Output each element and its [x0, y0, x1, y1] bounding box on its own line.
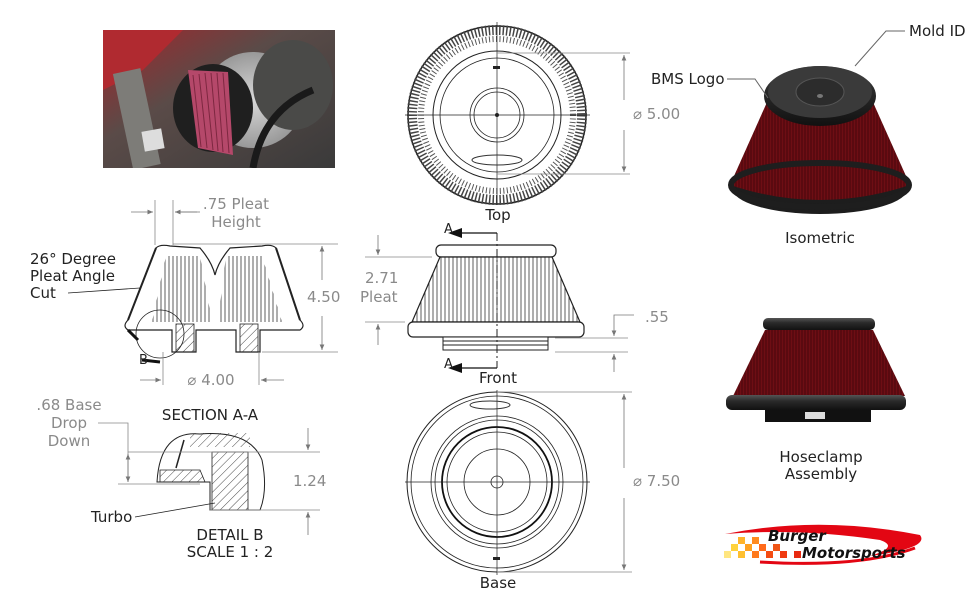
top-diameter-dim: ⌀ 5.00 — [633, 105, 681, 123]
hoseclamp-render — [726, 318, 906, 422]
brand-name-line1: Burger — [768, 527, 826, 545]
base-view — [405, 390, 632, 575]
section-marker-top: A — [444, 222, 453, 237]
detail-marker: B — [139, 353, 148, 368]
section-height-dim: 4.50 — [307, 288, 341, 306]
top-view-label: Top — [485, 206, 511, 224]
pleat-angle-line2: Pleat Angle — [30, 267, 115, 285]
front-view — [365, 228, 634, 373]
brand-name-line2: Motorsports — [802, 544, 906, 562]
section-marker-bottom: A — [444, 357, 453, 372]
isometric-render — [727, 30, 912, 214]
brand-logo — [724, 524, 922, 565]
installed-photo — [103, 30, 335, 168]
pleat-angle-line1: 26° Degree — [30, 250, 116, 268]
hoseclamp-label-line2: Assembly — [784, 465, 858, 483]
detail-height-dim: 1.24 — [293, 472, 327, 490]
front-view-label: Front — [479, 369, 517, 387]
inner-diameter-dim: ⌀ 4.00 — [187, 371, 235, 389]
base-height-dim: .55 — [645, 308, 669, 326]
mold-id-callout: Mold ID — [909, 22, 966, 40]
base-view-label: Base — [479, 574, 517, 592]
section-view — [67, 200, 338, 385]
top-view — [405, 22, 630, 205]
hoseclamp-label-line1: Hoseclamp — [779, 448, 863, 466]
pleat-dim: 2.71 — [365, 269, 399, 287]
bms-logo-callout: BMS Logo — [651, 70, 725, 88]
turbo-label: Turbo — [91, 508, 133, 526]
pleat-dim-label: Pleat — [360, 288, 398, 306]
base-diameter-dim: ⌀ 7.50 — [633, 472, 681, 490]
base-drop-line2: Drop — [50, 414, 88, 432]
detail-title: DETAIL B — [196, 526, 264, 544]
base-drop-line3: Down — [47, 432, 91, 450]
pleat-angle-line3: Cut — [30, 284, 56, 302]
pleat-height-label: Height — [211, 213, 261, 231]
base-drop-line1: .68 Base — [36, 396, 102, 414]
isometric-label: Isometric — [785, 229, 855, 247]
engine-bay-illustration — [103, 30, 335, 168]
detail-view — [98, 422, 320, 535]
detail-scale: SCALE 1 : 2 — [186, 543, 274, 561]
section-title: SECTION A-A — [161, 406, 259, 424]
pleat-height-dim: .75 Pleat — [202, 195, 270, 213]
